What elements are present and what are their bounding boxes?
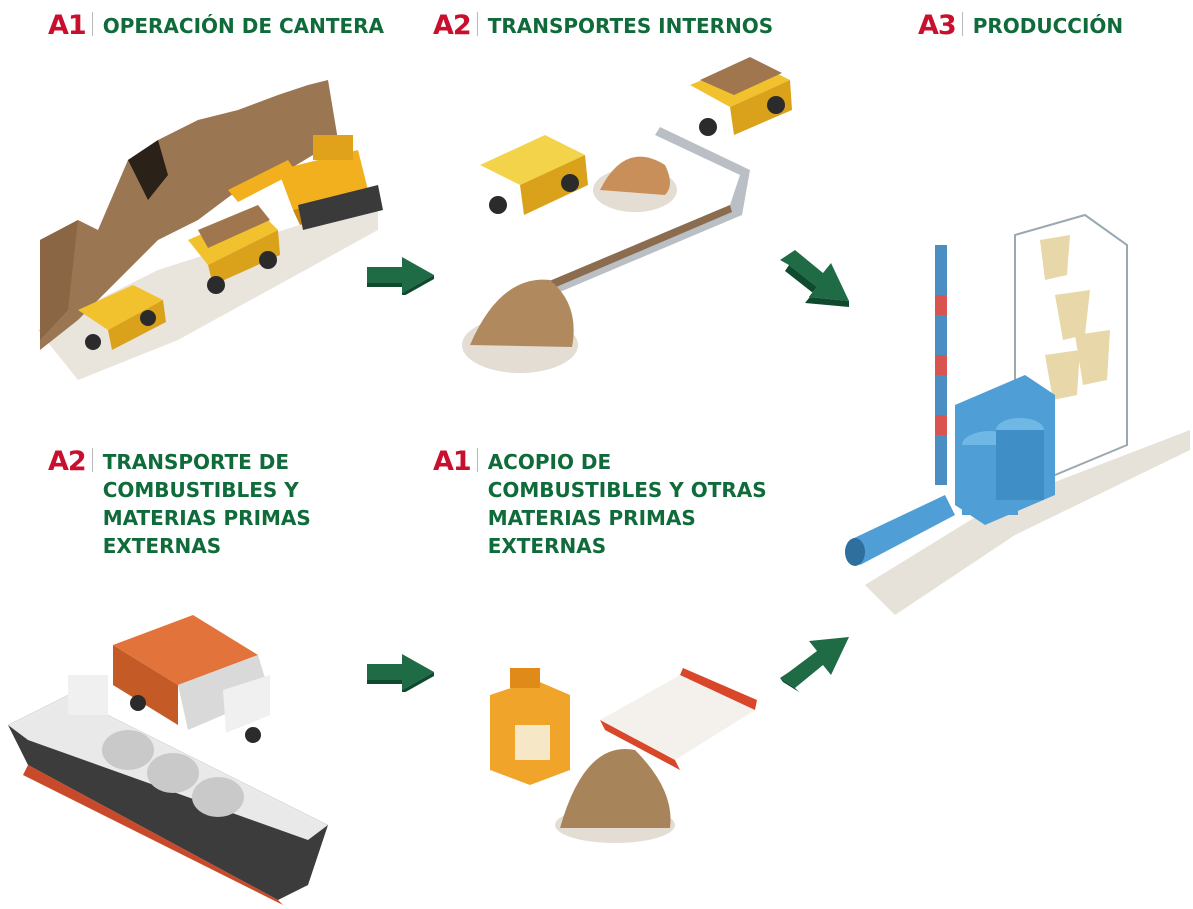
stage-title: PRODUCCIÓN xyxy=(972,14,1124,38)
external-transport-illustration xyxy=(8,615,328,905)
stage-label-storage: A1 ACOPIO DE COMBUSTIBLES Y OTRAS MATERI… xyxy=(433,448,767,560)
cement-plant-illustration xyxy=(845,213,1190,615)
flow-arrow-diagonal-up xyxy=(780,637,849,692)
fuel-canister-icon xyxy=(490,668,570,785)
truck-icon xyxy=(113,615,270,743)
flow-arrow-right xyxy=(367,257,434,295)
stage-label-production: A3 PRODUCCIÓN xyxy=(918,12,1123,40)
sack-icon xyxy=(600,668,757,770)
stage-code: A3 xyxy=(918,10,957,41)
stage-code: A1 xyxy=(433,446,472,477)
stage-code: A1 xyxy=(48,10,87,41)
stage-title: ACOPIO DE COMBUSTIBLES Y OTRAS MATERIAS … xyxy=(487,450,767,558)
stage-label-internal-transport: A2 TRANSPORTES INTERNOS xyxy=(433,12,773,40)
stage-title: OPERACIÓN DE CANTERA xyxy=(102,14,385,38)
flow-arrow-diagonal-down xyxy=(780,250,849,307)
stage-code: A2 xyxy=(433,10,472,41)
label-divider xyxy=(476,12,478,36)
flow-arrow-right xyxy=(367,654,434,692)
dump-truck-icon xyxy=(690,57,792,136)
excavator-icon xyxy=(228,135,383,230)
stage-title: TRANSPORTE DE COMBUSTIBLES Y MATERIAS PR… xyxy=(102,450,311,558)
label-divider xyxy=(961,12,963,36)
label-divider xyxy=(91,448,93,472)
stage-label-quarry: A1 OPERACIÓN DE CANTERA xyxy=(48,12,384,40)
stage-label-external-transport: A2 TRANSPORTE DE COMBUSTIBLES Y MATERIAS… xyxy=(48,448,311,560)
ship-icon xyxy=(8,675,328,905)
stage-code: A2 xyxy=(48,446,87,477)
stage-title: TRANSPORTES INTERNOS xyxy=(487,14,774,38)
quarry-illustration xyxy=(38,80,383,380)
label-divider xyxy=(91,12,93,36)
dump-truck-icon xyxy=(78,285,166,350)
dump-truck-icon xyxy=(188,205,280,294)
internal-transport-illustration xyxy=(462,57,792,373)
storage-illustration xyxy=(490,668,757,843)
dump-truck-icon xyxy=(480,135,588,215)
label-divider xyxy=(476,448,478,472)
